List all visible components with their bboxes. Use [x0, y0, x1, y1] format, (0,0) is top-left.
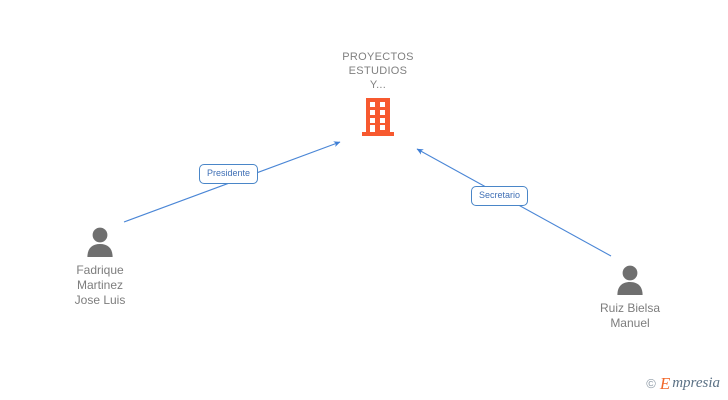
- person-icon: [87, 227, 113, 257]
- copyright-icon: ©: [646, 376, 656, 391]
- person-name: Fadrique Martinez Jose Luis: [74, 263, 126, 307]
- company-node[interactable]: PROYECTOS ESTUDIOS Y...: [318, 50, 438, 136]
- watermark-empresia: © E mpresia: [646, 375, 720, 392]
- building-icon: [362, 98, 394, 136]
- person-name: Ruiz Bielsa Manuel: [599, 301, 661, 330]
- brand-initial: E: [659, 374, 671, 393]
- person-node-presidente[interactable]: Fadrique Martinez Jose Luis: [35, 227, 165, 308]
- person-node-secretario[interactable]: Ruiz Bielsa Manuel: [565, 265, 695, 331]
- person-icon: [617, 265, 643, 295]
- brand-name: mpresia: [672, 375, 720, 391]
- role-label-secretario[interactable]: Secretario: [471, 186, 529, 206]
- company-name: PROYECTOS ESTUDIOS Y...: [342, 51, 414, 91]
- role-label-presidente[interactable]: Presidente: [199, 164, 259, 184]
